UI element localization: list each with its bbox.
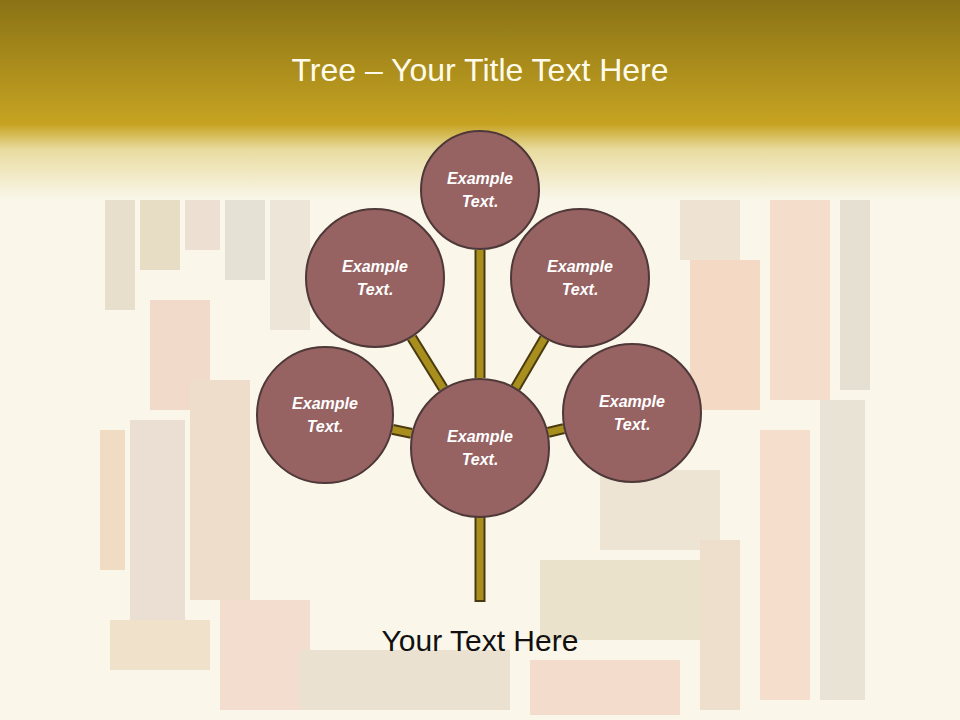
tree-circle: Example Text. [420,130,540,250]
branch-line [477,250,484,378]
circle-shape [410,378,550,518]
tree-branch [412,338,443,389]
node-text: Example Text. [438,425,522,471]
tree-circle: Example Text. [410,378,550,518]
branch-line [548,429,564,433]
tree-branch [548,429,564,433]
tree-circle: Example Text. [256,346,394,484]
branch-line [515,338,544,387]
tree-trunk [480,510,481,602]
slide-caption: Your Text Here [0,624,960,658]
circle-shape [420,130,540,250]
slide-title: Tree – Your Title Text Here [0,52,960,89]
branch-line [412,338,443,389]
branch-line [515,338,544,387]
circle-shape [510,208,650,348]
circle-shape [256,346,394,484]
branch-line [548,429,564,433]
branch-line [412,338,443,389]
branch-line [392,429,411,433]
node-text: Example Text. [283,392,367,438]
node-text: Example Text. [538,255,622,301]
tree-branch [480,250,481,378]
tree-branch [392,429,411,433]
circle-shape [562,343,702,483]
circle-shape [305,208,445,348]
branch-line [392,429,411,433]
branch-line [475,250,486,378]
tree-circle: Example Text. [305,208,445,348]
node-text: Example Text. [333,255,417,301]
node-text: Example Text. [438,167,522,213]
node-text: Example Text. [590,390,674,436]
tree-circle: Example Text. [510,208,650,348]
tree-circle: Example Text. [562,343,702,483]
tree-branch [515,338,544,387]
